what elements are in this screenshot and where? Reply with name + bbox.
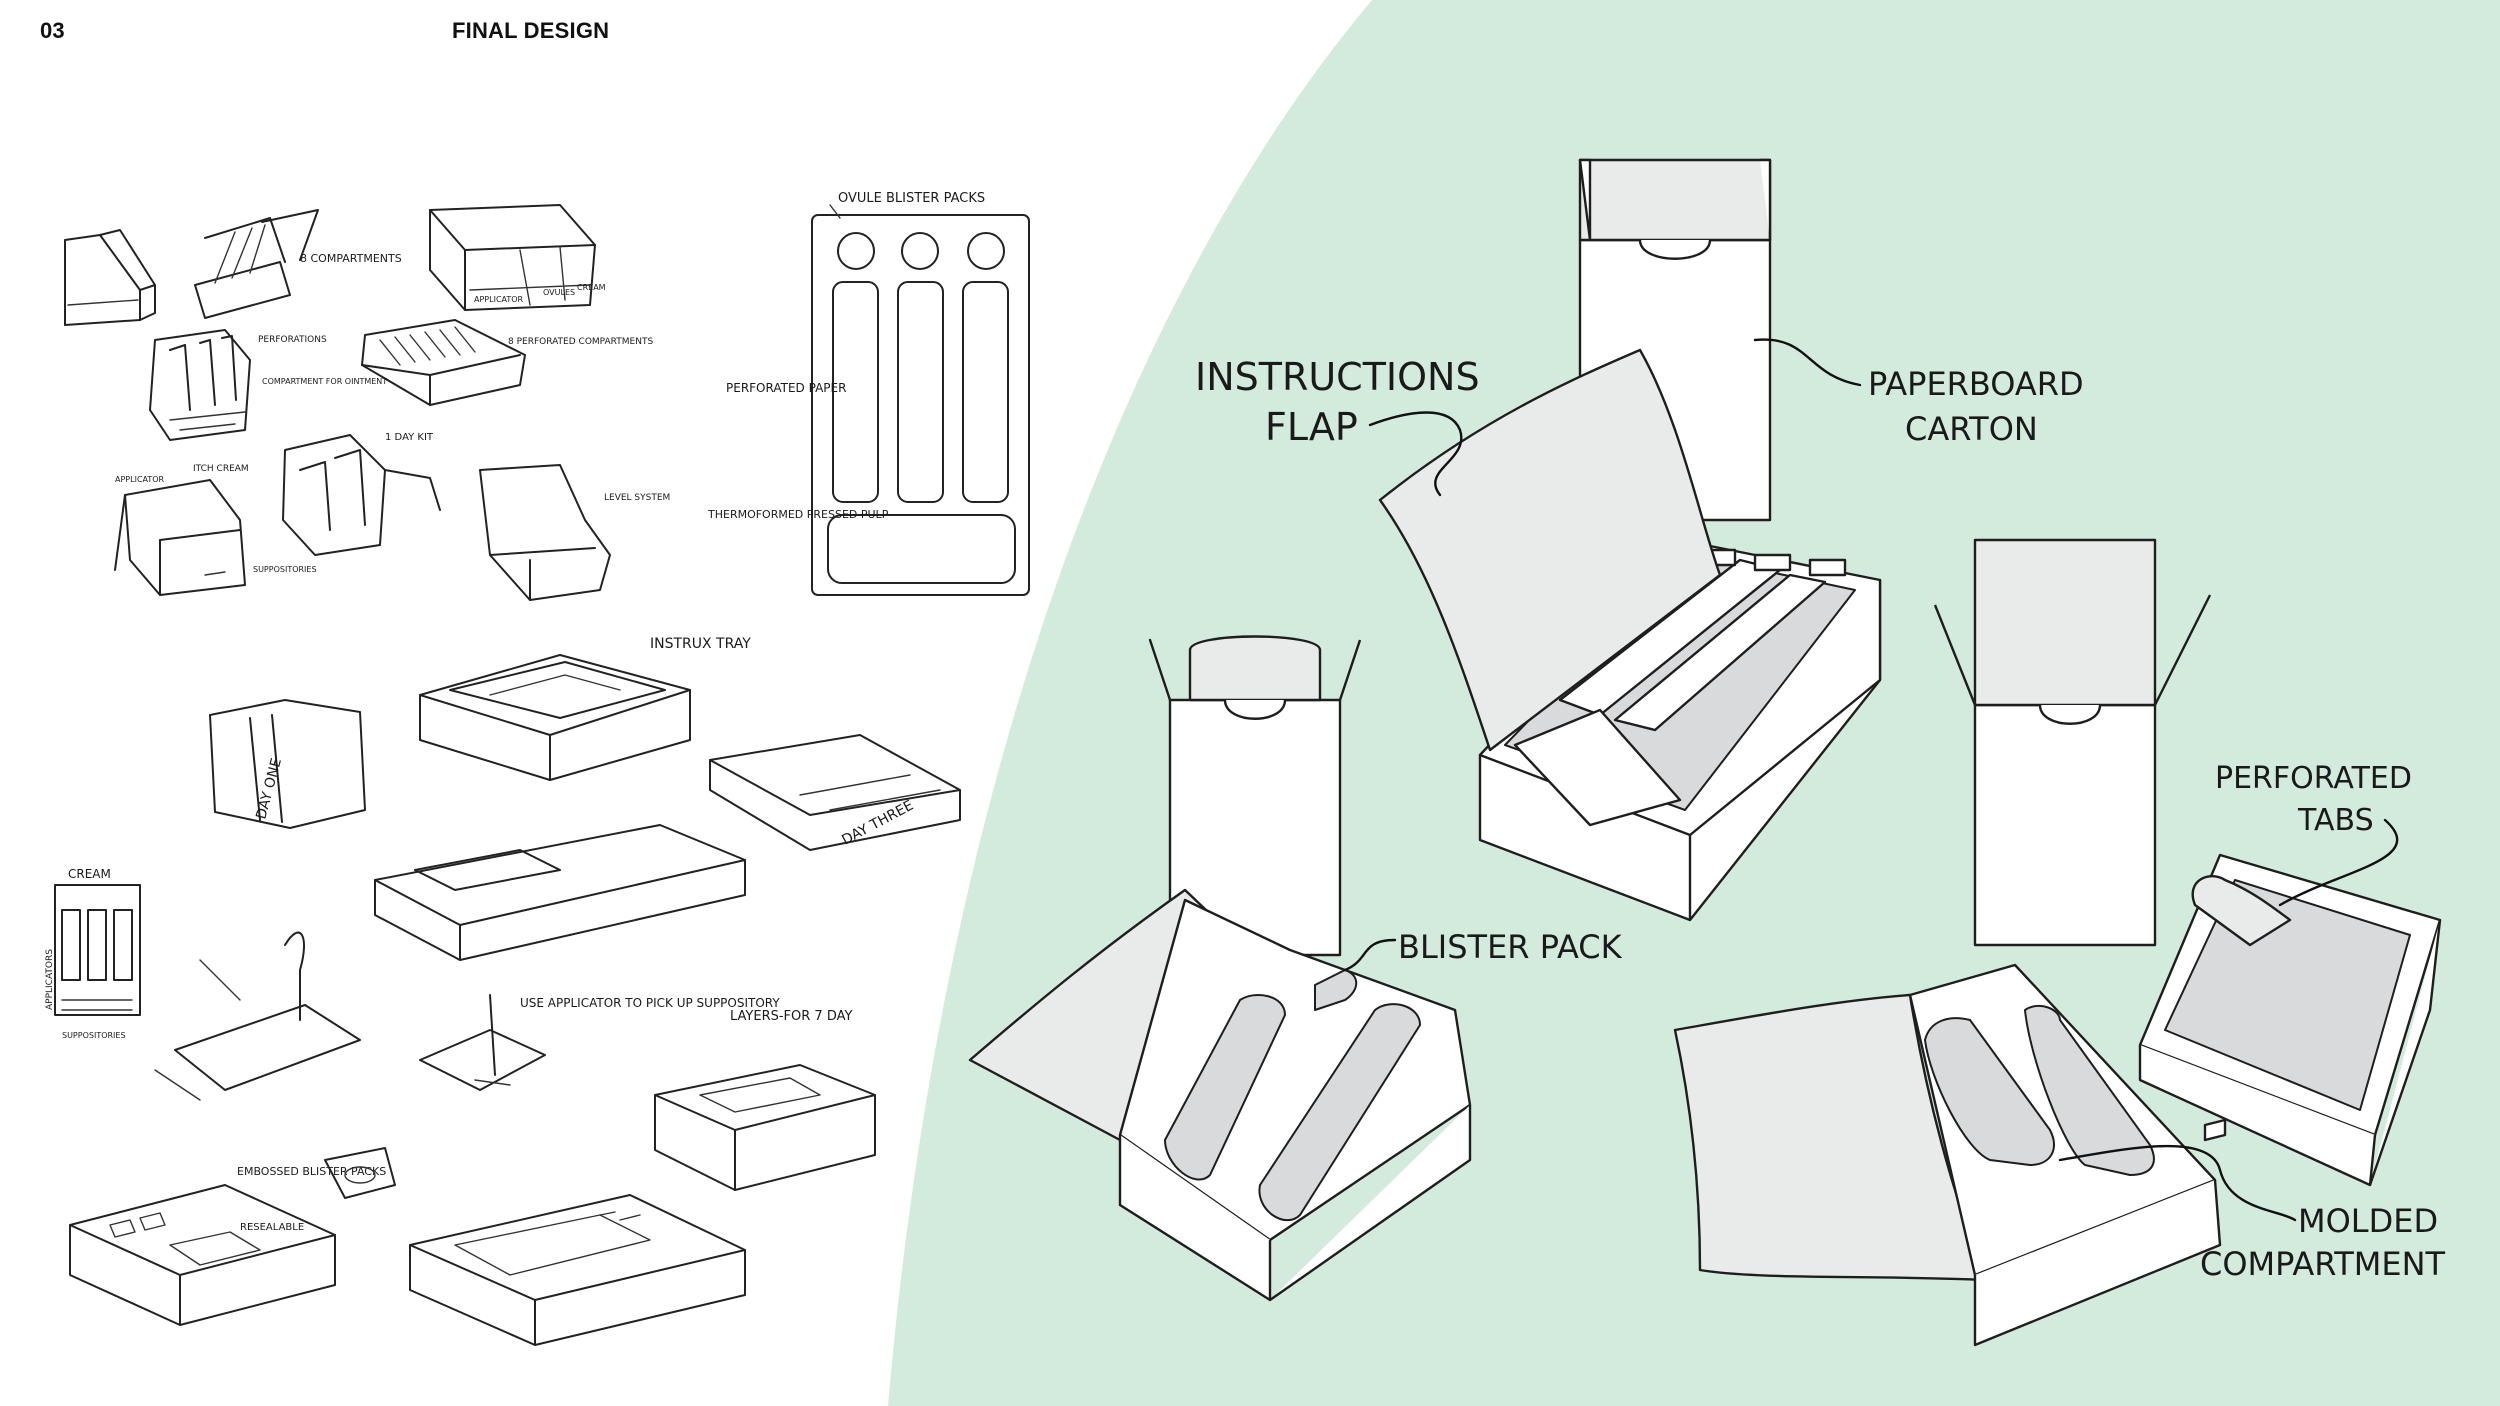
- small-carton-right: [1933, 538, 2212, 947]
- sketch-sliding-drawer: [374, 824, 746, 961]
- sketch-level-system: LEVEL SYSTEM: [479, 464, 670, 601]
- page-number: 03: [40, 18, 65, 43]
- sketch-wedge-box: [64, 229, 156, 326]
- sketch-embossed-blister-box: EMBOSSED BLISTER PACKS RESEALABLE: [69, 1165, 386, 1326]
- sketch-itch-cream-box: APPLICATOR ITCH CREAM SUPPOSITORIES: [114, 464, 317, 596]
- callout-compartment: COMPARTMENT: [2200, 1245, 2446, 1283]
- sketch-perforation-box: PERFORATIONS COMPARTMENT FOR OINTMENT: [149, 329, 387, 441]
- page-title: FINAL DESIGN: [452, 18, 610, 43]
- svg-text:ITCH CREAM: ITCH CREAM: [193, 464, 249, 474]
- sketch-ointment-cup: [324, 1147, 396, 1199]
- main-open-carton: [1378, 348, 1882, 922]
- callout-perforated: PERFORATED: [2215, 761, 2412, 796]
- sketch-applicator-pickup: USE APPLICATOR TO PICK UP SUPPOSITORY: [419, 994, 780, 1091]
- sketch-8-perforated-compartments: 8 PERFORATED COMPARTMENTS: [361, 319, 653, 406]
- svg-text:COMPARTMENT FOR OINTMENT: COMPARTMENT FOR OINTMENT: [262, 377, 387, 386]
- svg-text:EMBOSSED BLISTER PACKS: EMBOSSED BLISTER PACKS: [237, 1165, 386, 1178]
- svg-text:RESEALABLE: RESEALABLE: [240, 1222, 304, 1233]
- svg-text:INSTRUX TRAY: INSTRUX TRAY: [650, 636, 751, 652]
- callout-blister-pack: BLISTER PACK: [1398, 928, 1623, 966]
- svg-text:APPLICATOR: APPLICATOR: [474, 295, 524, 304]
- svg-text:APPLICATOR: APPLICATOR: [115, 475, 165, 484]
- callout-carton: CARTON: [1905, 410, 2038, 448]
- sketch-cream-panel: CREAM APPLICATORS SUPPOSITORIES: [45, 867, 141, 1040]
- sketch-day-three-tray: DAY THREE: [709, 734, 961, 851]
- callout-tabs: TABS: [2297, 803, 2374, 838]
- callout-instructions: INSTRUCTIONS: [1195, 355, 1480, 399]
- svg-text:PERFORATIONS: PERFORATIONS: [258, 335, 327, 345]
- svg-text:8 COMPARTMENTS: 8 COMPARTMENTS: [300, 252, 402, 265]
- svg-text:LAYERS-FOR 7 DAY: LAYERS-FOR 7 DAY: [730, 1009, 852, 1024]
- callout-flap: FLAP: [1265, 405, 1358, 449]
- svg-text:OVULES: OVULES: [543, 288, 575, 297]
- callouts: INSTRUCTIONS FLAP PAPERBOARD CARTON BLIS…: [1195, 338, 2446, 1283]
- molded-compartment-tray: [1673, 963, 2222, 1347]
- callout-molded: MOLDED: [2298, 1202, 2438, 1240]
- svg-text:DAY THREE: DAY THREE: [839, 798, 916, 849]
- svg-text:LEVEL SYSTEM: LEVEL SYSTEM: [604, 493, 670, 503]
- sketch-layers-7-day: LAYERS-FOR 7 DAY: [654, 1009, 876, 1191]
- sketch-8-compartment-tray: 8 COMPARTMENTS: [194, 209, 402, 319]
- svg-text:CREAM: CREAM: [68, 867, 111, 881]
- svg-text:8 PERFORATED COMPARTMENTS: 8 PERFORATED COMPARTMENTS: [508, 337, 653, 347]
- sketch-1-day-kit: 1 DAY KIT: [282, 432, 441, 556]
- sketch-instrux-tray: INSTRUX TRAY: [419, 636, 751, 781]
- svg-text:APPLICATORS: APPLICATORS: [45, 949, 55, 1010]
- svg-text:USE APPLICATOR TO PICK UP SUPP: USE APPLICATOR TO PICK UP SUPPOSITORY: [520, 996, 780, 1010]
- svg-text:OVULE BLISTER PACKS: OVULE BLISTER PACKS: [838, 191, 985, 206]
- svg-text:THERMOFORMED PRESSED PULP: THERMOFORMED PRESSED PULP: [707, 508, 889, 521]
- blister-pack-tray: [968, 888, 1472, 1302]
- sketch-peel-pack: [154, 931, 361, 1101]
- svg-text:SUPPOSITORIES: SUPPOSITORIES: [253, 565, 317, 574]
- svg-text:CREAM: CREAM: [577, 283, 606, 292]
- callout-paperboard: PAPERBOARD: [1868, 365, 2084, 403]
- sketch-day-one-box: DAY ONE: [209, 699, 366, 829]
- perforated-tab-drawer: [2138, 853, 2442, 1187]
- small-carton-left: [1148, 635, 1362, 957]
- paperboard-carton-tall: [1578, 158, 1772, 522]
- sketch-nested-tray: [409, 1194, 746, 1346]
- svg-text:1 DAY KIT: 1 DAY KIT: [385, 432, 434, 443]
- concept-sketches: 8 COMPARTMENTS APPLICATOR OVULES CREAM P…: [45, 191, 1030, 1346]
- svg-text:SUPPOSITORIES: SUPPOSITORIES: [62, 1031, 126, 1040]
- svg-text:PERFORATED PAPER: PERFORATED PAPER: [726, 381, 846, 395]
- sketch-ovule-blister-tray: OVULE BLISTER PACKS PERFORATED PAPER THE…: [707, 191, 1030, 596]
- sketch-level-tray: APPLICATOR OVULES CREAM: [429, 204, 606, 311]
